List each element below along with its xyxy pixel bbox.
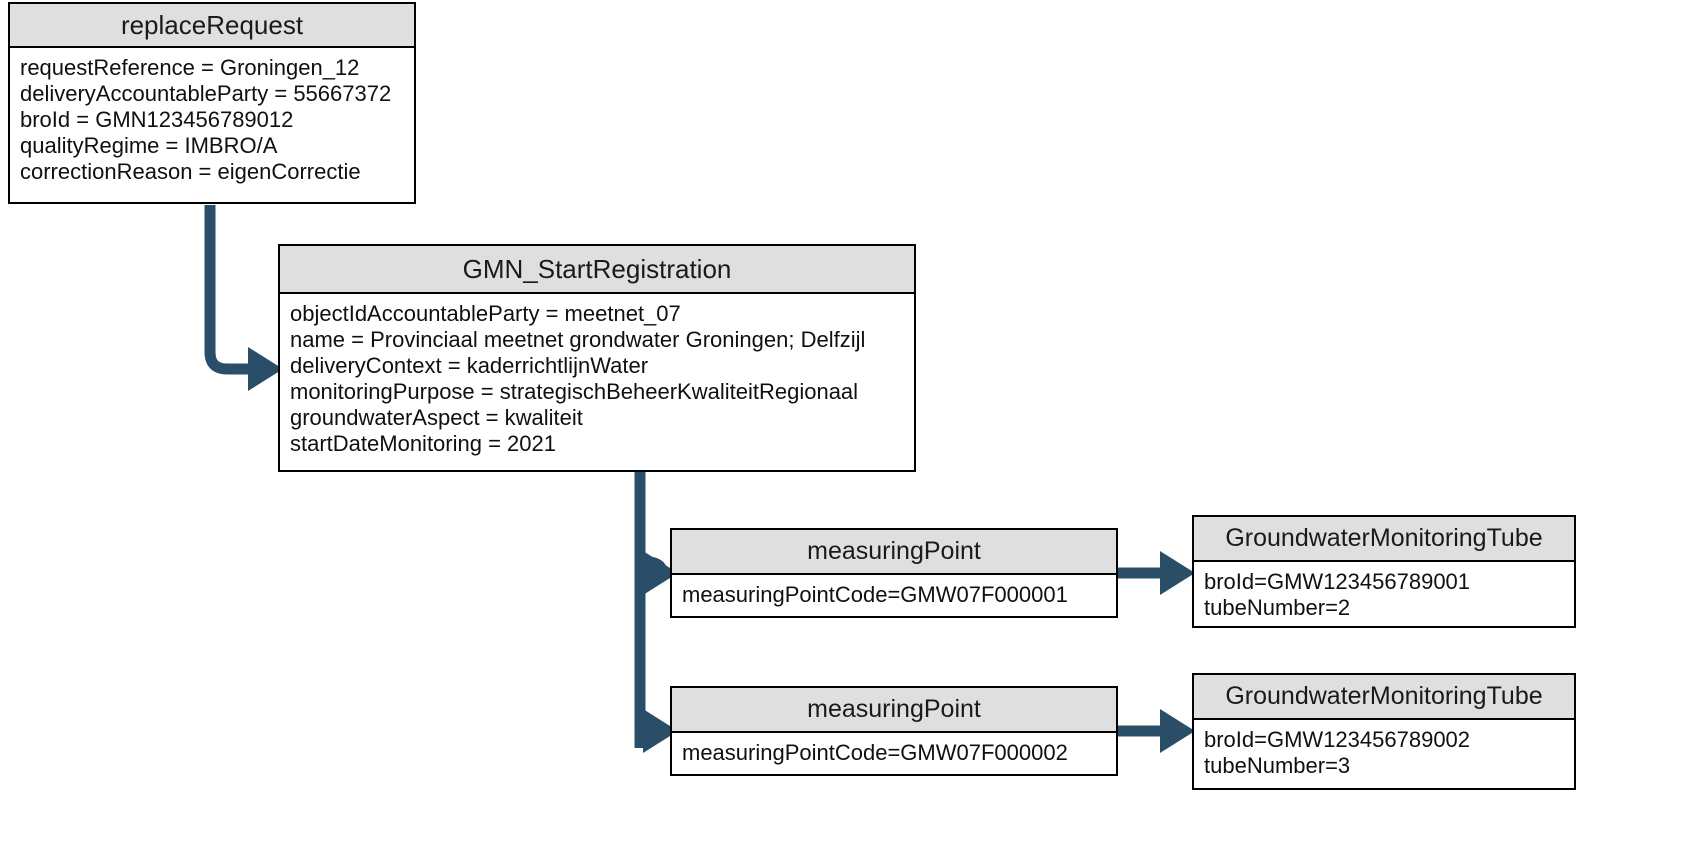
attribute-line: qualityRegime = IMBRO/A [20,132,278,158]
attribute-line: tubeNumber=3 [1204,752,1351,778]
attribute-line: monitoringPurpose = strategischBeheerKwa… [290,378,859,404]
attribute-line: broId=GMW123456789001 [1204,569,1471,594]
object-box-replacerequest[interactable]: replaceRequest requestReference = Gronin… [8,2,416,204]
object-box-title: GroundwaterMonitoringTube [1194,675,1574,720]
object-box-attributes: measuringPointCode=GMW07F000002 [672,733,1116,774]
object-box-title: measuringPoint [672,688,1116,733]
object-box-measuringpoint-1[interactable]: measuringPoint measuringPointCode=GMW07F… [670,528,1118,618]
attribute-line: deliveryAccountableParty = 55667372 [20,80,392,106]
object-box-gmn-startregistration[interactable]: GMN_StartRegistration objectIdAccountabl… [278,244,916,472]
object-box-title: GMN_StartRegistration [280,246,914,294]
object-box-title: replaceRequest [10,4,414,48]
attribute-line: measuringPointCode=GMW07F000001 [682,582,1068,607]
attribute-line: startDateMonitoring = 2021 [290,430,556,456]
object-box-title: measuringPoint [672,530,1116,575]
object-box-attributes: measuringPointCode=GMW07F000001 [672,575,1116,616]
object-box-measuringpoint-2[interactable]: measuringPoint measuringPointCode=GMW07F… [670,686,1118,776]
object-box-attributes: broId=GMW123456789002 tubeNumber=3 [1194,720,1574,787]
object-box-attributes: broId=GMW123456789001 tubeNumber=2 [1194,562,1574,629]
connector-measuringpoint-1-to-tube-1 [1118,551,1195,595]
connector-measuringpoint-2-to-tube-2 [1118,709,1195,753]
object-box-title: GroundwaterMonitoringTube [1194,517,1574,562]
object-box-attributes: objectIdAccountableParty = meetnet_07 na… [280,294,914,465]
attribute-line: objectIdAccountableParty = meetnet_07 [290,301,681,326]
attribute-line: groundwaterAspect = kwaliteit [290,404,583,430]
attribute-line: requestReference = Groningen_12 [20,55,360,80]
connector-replacerequest-to-gmn-startregistration [204,205,283,391]
attribute-line: measuringPointCode=GMW07F000002 [682,740,1068,765]
attribute-line: deliveryContext = kaderrichtlijnWater [290,352,649,378]
attribute-line: broId = GMN123456789012 [20,106,294,132]
attribute-line: name = Provinciaal meetnet grondwater Gr… [290,326,866,352]
attribute-line: correctionReason = eigenCorrectie [20,158,361,184]
object-box-groundwatermonitoringtube-2[interactable]: GroundwaterMonitoringTube broId=GMW12345… [1192,673,1576,790]
object-box-attributes: requestReference = Groningen_12 delivery… [10,48,414,193]
object-box-groundwatermonitoringtube-1[interactable]: GroundwaterMonitoringTube broId=GMW12345… [1192,515,1576,628]
attribute-line: tubeNumber=2 [1204,594,1351,620]
attribute-line: broId=GMW123456789002 [1204,727,1471,752]
